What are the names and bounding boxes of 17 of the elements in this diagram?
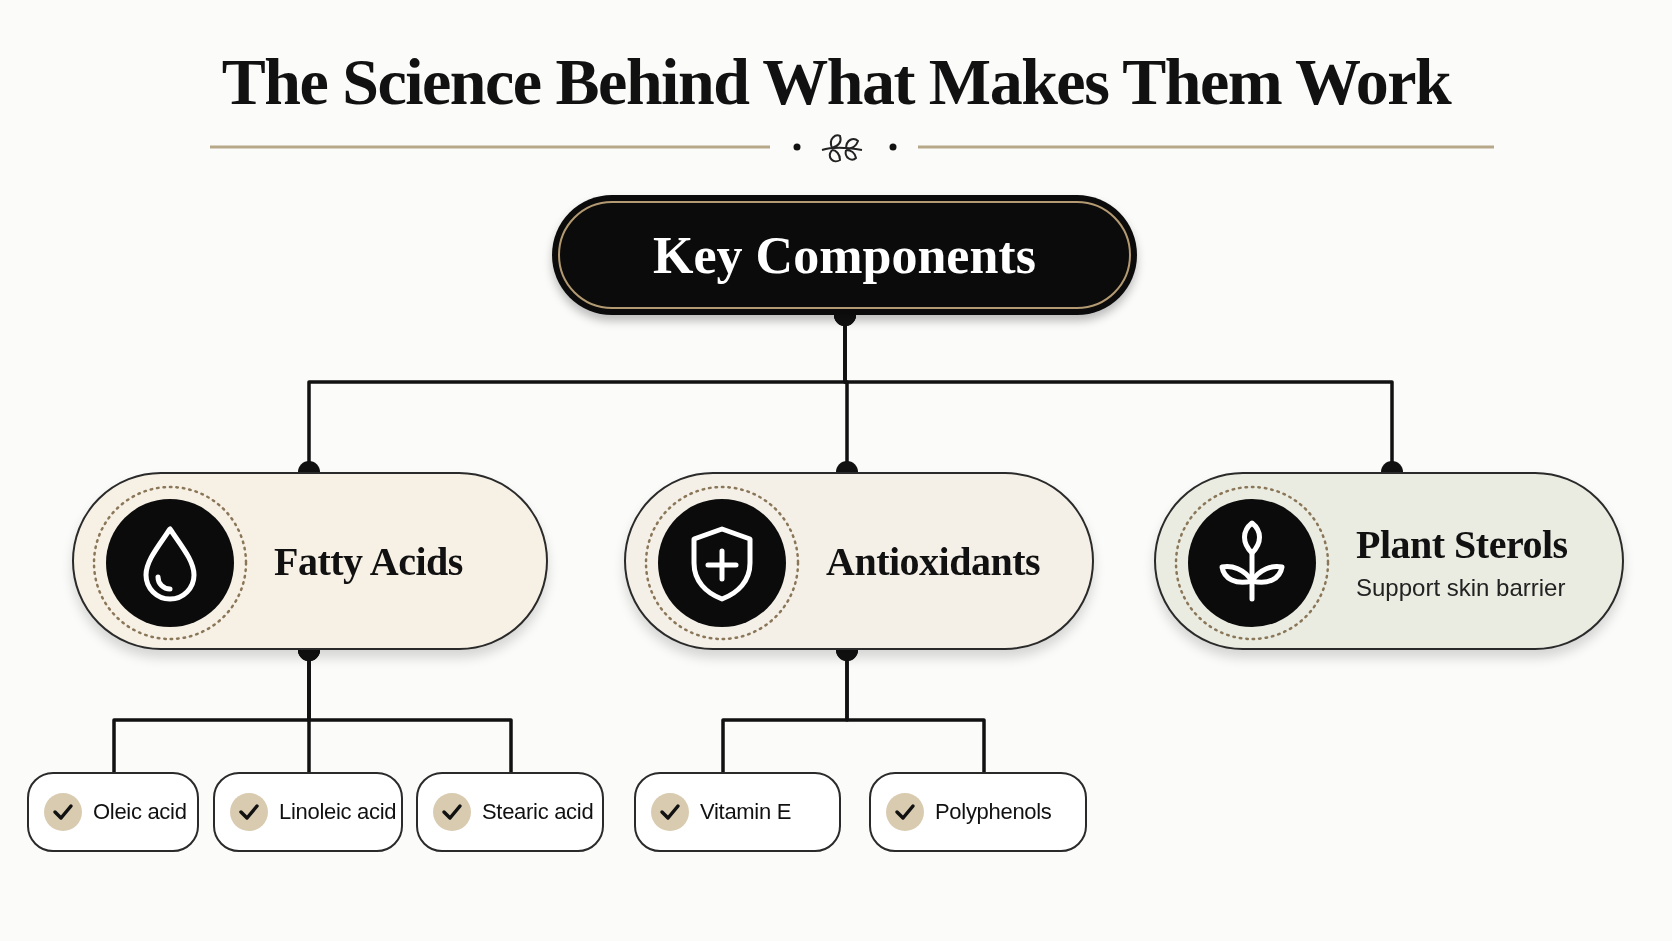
item-label: Polyphenols [935,799,1052,825]
title: The Science Behind What Makes Them Work [221,45,1451,118]
item-label: Vitamin E [700,799,792,825]
description: Support skin barrier [1356,573,1566,602]
item-label: Oleic acid [93,799,187,825]
heading: Antioxidants [826,537,1041,585]
item-pill [869,772,1087,852]
item-pill [416,772,604,852]
heading: Plant Sterols [1356,520,1568,568]
item-label: Linoleic acid [279,799,397,825]
title-pill [552,195,1137,315]
item-pill [634,772,841,852]
heading: Key Components [653,225,1036,285]
item-pill [213,772,403,852]
heading: Fatty Acids [274,537,463,585]
item-pill [27,772,199,852]
item-label: Stearic acid [482,799,594,825]
